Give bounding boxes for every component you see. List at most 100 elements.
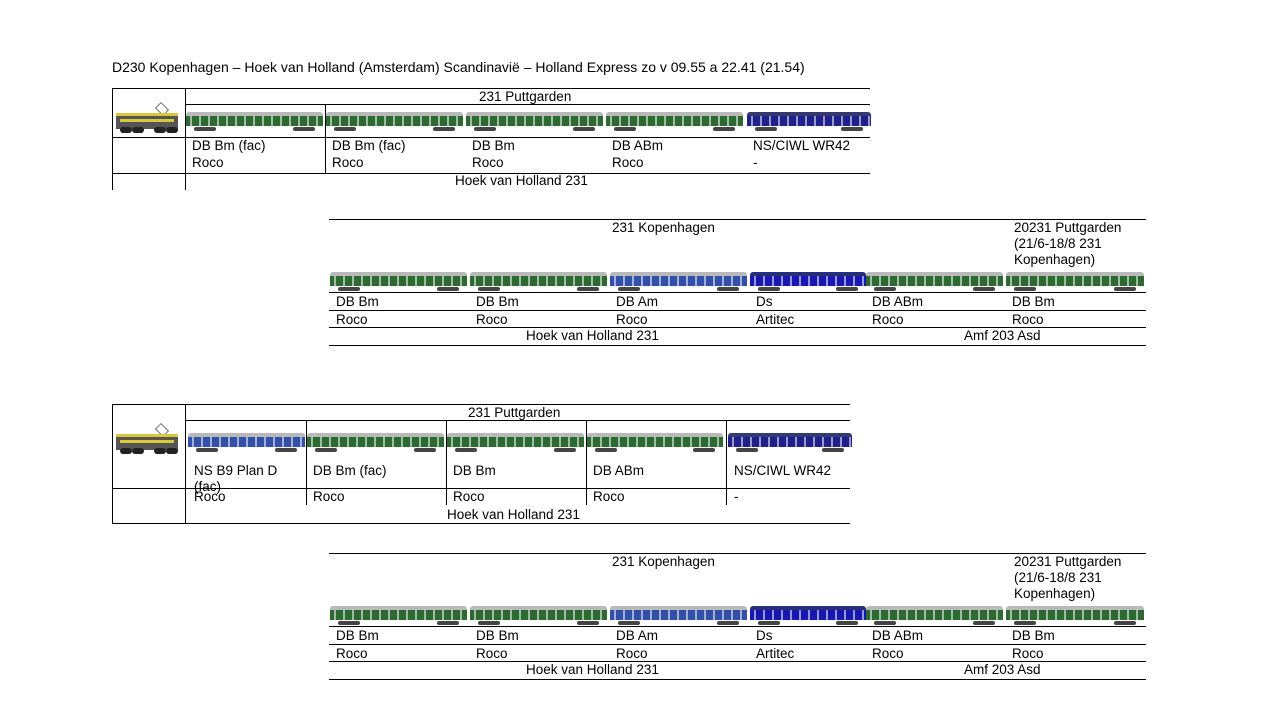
coach-roof (866, 272, 1003, 276)
coach-maker: Artitec (756, 312, 795, 327)
bogie (1014, 621, 1036, 625)
bogie (717, 621, 739, 625)
coach-roof (186, 112, 323, 116)
coach-3-0 (330, 606, 467, 625)
bogie (614, 127, 636, 131)
coach-body (587, 437, 723, 447)
bogie (338, 287, 360, 291)
coach-maker: - (753, 155, 758, 170)
divider (329, 626, 1146, 627)
coach-0-4 (747, 112, 871, 131)
coach-type: DB Bm (336, 628, 379, 643)
coach-body (750, 610, 866, 620)
coach-roof (326, 112, 463, 116)
coach-maker: Roco (476, 646, 508, 661)
train-header: 231 Kopenhagen (612, 220, 715, 235)
divider (329, 327, 1146, 328)
coach-body (1006, 276, 1144, 286)
coach-roof (750, 606, 866, 610)
divider (306, 420, 307, 505)
bogie (758, 621, 780, 625)
coach-type: DB ABm (872, 628, 924, 643)
coach-body (470, 610, 607, 620)
divider (726, 420, 727, 505)
coach-type: DB Bm (336, 294, 379, 309)
divider (185, 404, 186, 523)
bogie (693, 448, 715, 452)
bogie (713, 127, 735, 131)
coach-body (447, 437, 584, 447)
train-header-2: 20231 Puttgarden (21/6-18/8 231 Kopenhag… (1014, 220, 1122, 267)
coach-maker: Roco (472, 155, 504, 170)
bogie (973, 287, 995, 291)
bogie (577, 287, 599, 291)
coach-roof (1006, 606, 1144, 610)
divider (112, 404, 850, 405)
coach-roof (587, 433, 723, 437)
bogie (822, 448, 844, 452)
bogie (736, 448, 758, 452)
coach-roof (747, 112, 871, 116)
divider (329, 553, 1146, 554)
coach-maker: Roco (1012, 646, 1044, 661)
bogie (315, 448, 337, 452)
coach-maker: Roco (616, 646, 648, 661)
coach-maker: Roco (192, 155, 224, 170)
coach-roof (330, 272, 467, 276)
coach-type: DB Bm (1012, 628, 1055, 643)
wheel (154, 448, 166, 454)
coach-maker: Roco (616, 312, 648, 327)
coach-body (326, 116, 463, 126)
coach-body (188, 437, 305, 447)
coach-maker: Roco (593, 489, 625, 504)
coach-3-1 (470, 606, 607, 625)
bogie (437, 287, 459, 291)
bogie (338, 621, 360, 625)
coach-type: DB Bm (472, 138, 515, 153)
coach-maker: Roco (872, 312, 904, 327)
coach-type: DB Bm (453, 463, 496, 478)
divider (185, 88, 186, 190)
bogie (474, 127, 496, 131)
bogie (595, 448, 617, 452)
wheel (166, 127, 178, 133)
bogie (618, 621, 640, 625)
divider (329, 345, 1146, 346)
wheel (166, 448, 178, 454)
coach-type: NS B9 Plan D (fac) (194, 463, 278, 494)
coach-2-4 (728, 433, 852, 452)
train-header: 231 Kopenhagen (612, 554, 715, 569)
coach-roof (307, 433, 444, 437)
bogie (455, 448, 477, 452)
coach-roof (728, 433, 852, 437)
bogie (577, 621, 599, 625)
coach-body (866, 276, 1003, 286)
bogie (414, 448, 436, 452)
divider (112, 88, 870, 89)
coach-roof (188, 433, 305, 437)
coach-roof (606, 112, 743, 116)
bogie (478, 621, 500, 625)
coach-body (728, 437, 852, 447)
bogie (618, 287, 640, 291)
divider (586, 420, 587, 505)
train-header-2: 20231 Puttgarden (21/6-18/8 231 Kopenhag… (1014, 554, 1122, 601)
coach-body (606, 116, 743, 126)
coach-maker: Roco (476, 312, 508, 327)
divider (325, 104, 326, 173)
bogie (334, 127, 356, 131)
divider (329, 292, 1146, 293)
coach-maker: Artitec (756, 646, 795, 661)
train-footer: Hoek van Holland 231 (526, 328, 659, 343)
coach-body (747, 116, 871, 126)
coach-maker: Roco (336, 312, 368, 327)
bogie (874, 621, 896, 625)
bogie (717, 287, 739, 291)
loco-part (116, 434, 178, 450)
bogie (194, 127, 216, 131)
locomotive-icon (114, 423, 180, 454)
divider (329, 661, 1146, 662)
coach-body (186, 116, 323, 126)
coach-0-3 (606, 112, 743, 131)
bogie (293, 127, 315, 131)
